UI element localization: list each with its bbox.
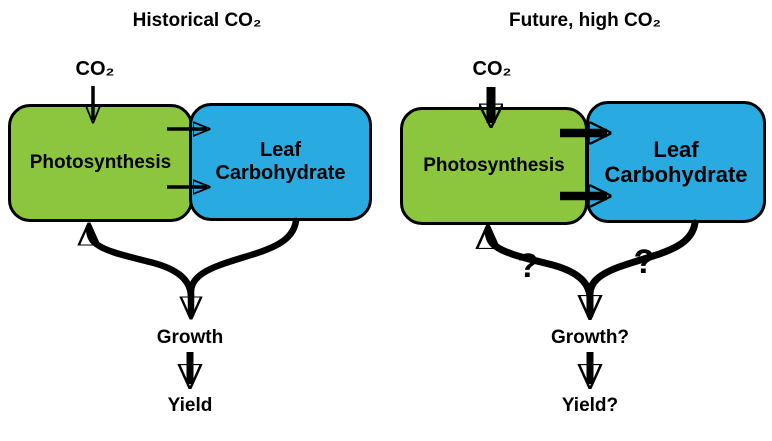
yield-label-left: Yield — [167, 395, 213, 416]
leaf-carbohydrate-label-line1-left: Leaf — [259, 139, 302, 161]
leaf-carbohydrate-box-left: Leaf Carbohydrate — [189, 103, 372, 221]
photosynthesis-label-right: Photosynthesis — [423, 155, 565, 177]
feedback-to-photosynthesis-curve-left — [89, 227, 195, 301]
co2-label-right: CO₂ — [472, 58, 512, 80]
uncertainty-question-mark-right-branch: ? — [633, 243, 655, 281]
leaf-carbohydrate-label-line1-right: Leaf — [653, 136, 699, 162]
right-panel-title: Future, high CO₂ — [509, 10, 661, 31]
photosynthesis-label-left: Photosynthesis — [29, 152, 172, 174]
photosynthesis-box-left: Photosynthesis — [8, 104, 193, 222]
leaf-carbohydrate-label-line2-left: Carbohydrate — [215, 162, 346, 184]
carbohydrate-to-growth-curve-left — [191, 217, 300, 315]
growth-label-right: Growth? — [550, 327, 630, 348]
uncertainty-question-mark-left-branch: ? — [517, 247, 539, 285]
yield-label-right: Yield? — [561, 395, 619, 416]
leaf-carbohydrate-label-line2-right: Carbohydrate — [604, 162, 748, 187]
feedback-to-photosynthesis-curve-right — [488, 229, 594, 303]
co2-label-left: CO₂ — [75, 58, 115, 80]
left-panel-title: Historical CO₂ — [132, 10, 262, 31]
leaf-carbohydrate-box-right: Leaf Carbohydrate — [586, 101, 766, 223]
photosynthesis-box-right: Photosynthesis — [400, 107, 588, 225]
growth-label-left: Growth — [156, 327, 224, 348]
